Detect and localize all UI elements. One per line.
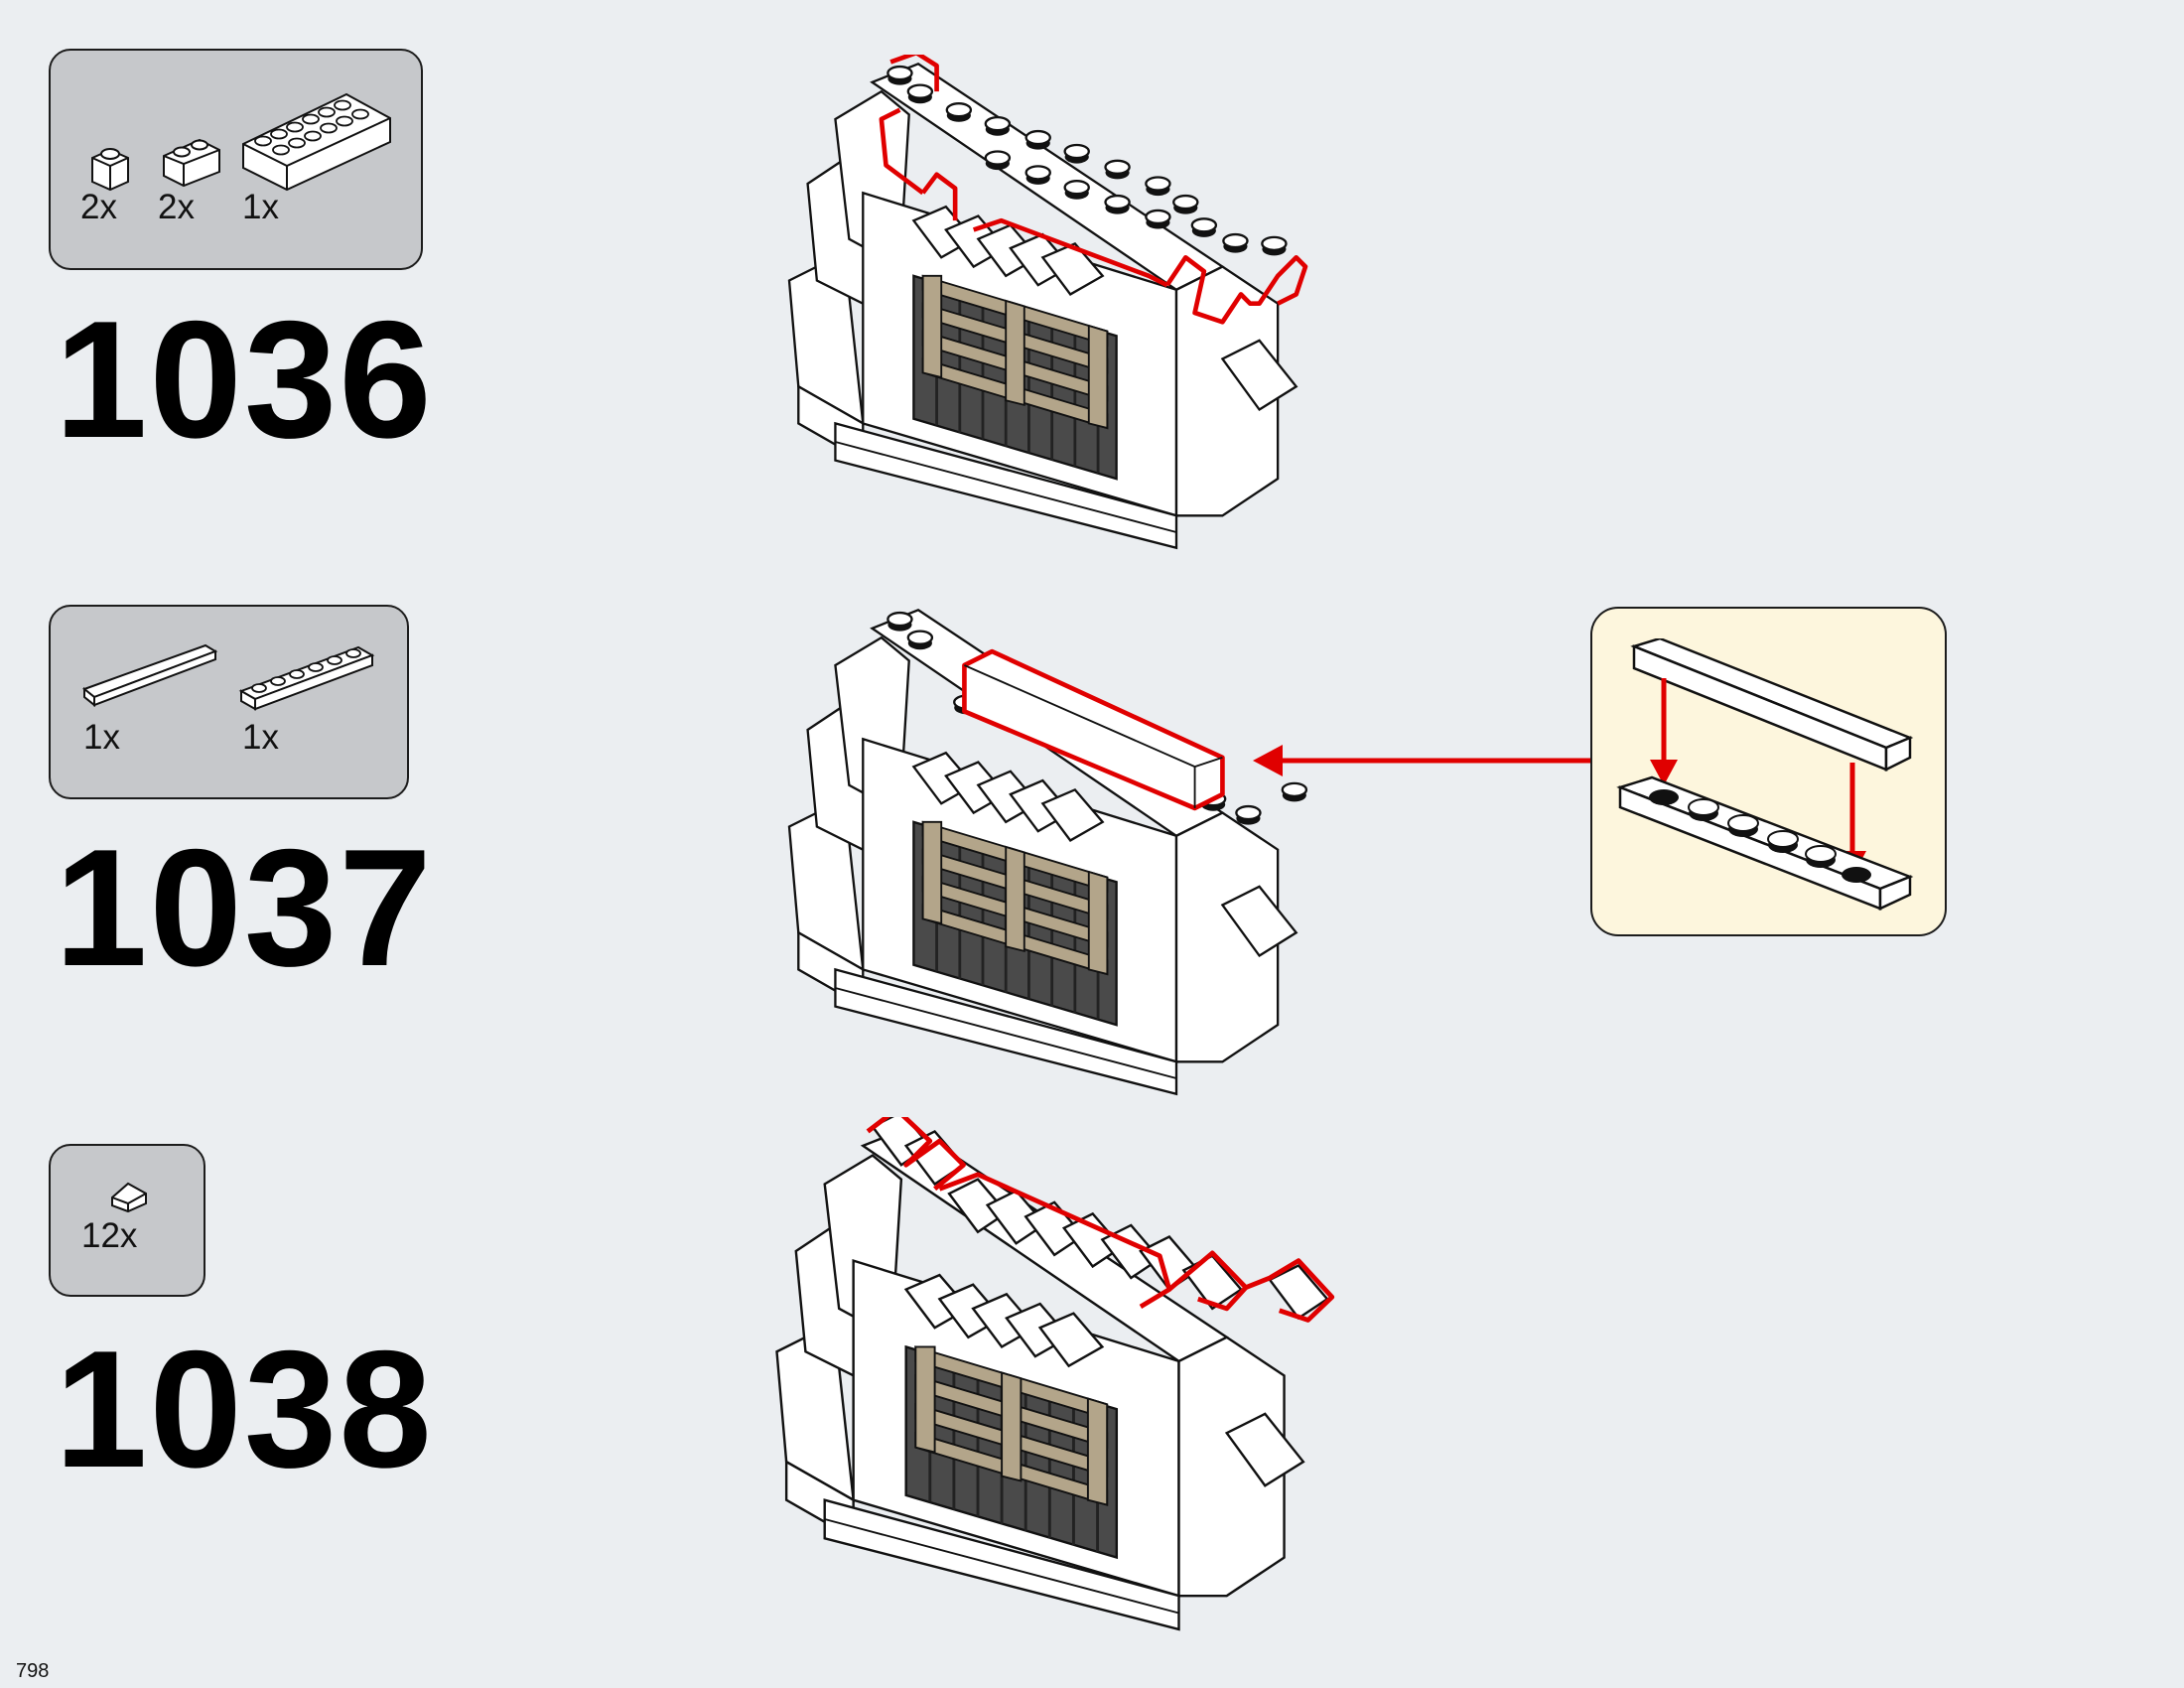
parts-callout-1038: 12x — [49, 1144, 205, 1297]
model-step-1036 — [787, 55, 1308, 550]
tile-1x6-icon — [81, 643, 218, 708]
model-step-1038 — [775, 1117, 1335, 1631]
step-number: 1038 — [55, 1316, 434, 1502]
part-quantity: 12x — [81, 1216, 138, 1255]
sub-assembly-illustration — [1616, 638, 1914, 911]
model-step-1037 — [787, 608, 1308, 1096]
parts-callout-1037: 1x 1x — [49, 605, 409, 799]
parts-callout-1036: 2x 2x 1x — [49, 49, 423, 270]
brick-2x6-icon — [242, 92, 391, 192]
brick-1x2-icon — [163, 138, 220, 188]
sub-assembly-callout — [1590, 607, 1947, 936]
part-quantity: 1x — [242, 188, 279, 226]
arrow-to-model — [1253, 745, 1594, 776]
slope-1x1-icon — [111, 1182, 147, 1213]
part-quantity: 1x — [83, 718, 120, 757]
part-quantity: 2x — [80, 188, 117, 226]
step-number: 1036 — [55, 286, 434, 473]
part-quantity: 1x — [242, 718, 279, 757]
plate-1x6-icon — [238, 645, 375, 711]
part-quantity: 2x — [158, 188, 195, 226]
page-number: 798 — [16, 1660, 50, 1682]
step-number: 1037 — [55, 814, 434, 1001]
brick-1x1-icon — [91, 148, 129, 192]
